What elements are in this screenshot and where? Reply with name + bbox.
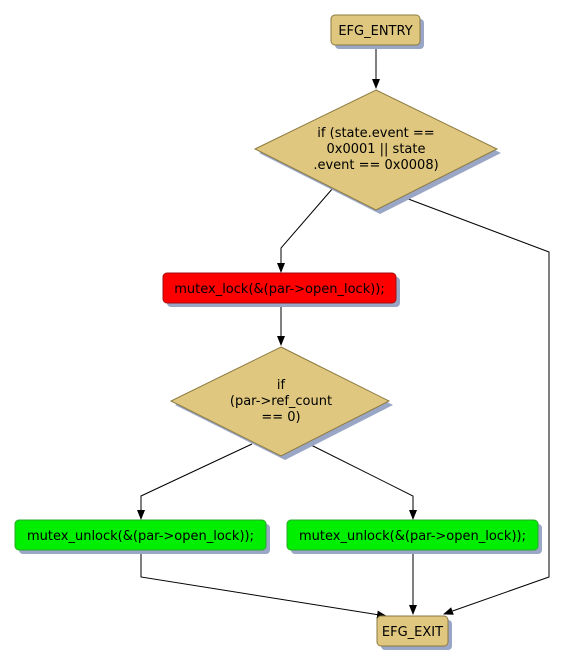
node-exit-box [376,615,449,647]
node-exit: EFG_EXIT [376,615,452,650]
edge-unlock-left-to-exit [140,552,387,619]
node-condition-event: if (state.event == 0x0001 || state .even… [253,89,501,214]
node-condition-refcount-line-2: (par->ref_count [230,394,332,409]
node-mutex-unlock-right-label: mutex_unlock(&(par->open_lock)); [299,529,526,544]
node-condition-refcount-diamond [169,346,391,457]
node-condition-refcount-line-3: == 0) [261,410,300,425]
node-condition-refcount: if (par->ref_count == 0) [169,346,393,460]
node-mutex-lock-box [162,272,397,304]
node-entry-label: EFG_ENTRY [338,24,412,39]
node-condition-event-line-3: .event == 0x0008) [313,158,438,173]
node-mutex-unlock-left-label: mutex_unlock(&(par->open_lock)); [27,529,254,544]
edges [137,45,550,619]
node-entry-box [330,14,421,46]
node-condition-event-line-2: 0x0001 || state [326,142,425,157]
node-condition-refcount-line-1: if [277,378,286,393]
edge-cond2-to-unlock-left [137,443,253,520]
node-mutex-lock: mutex_lock(&(par->open_lock)); [162,272,400,307]
node-condition-event-diamond [253,89,499,211]
node-mutex-unlock-left: mutex_unlock(&(par->open_lock)); [14,519,270,554]
edge-cond2-to-unlock-right [308,443,417,520]
node-mutex-unlock-right-box [286,519,539,551]
node-mutex-unlock-left-box [14,519,267,551]
edge-cond1-to-exit [402,196,550,615]
node-mutex-unlock-right: mutex_unlock(&(par->open_lock)); [286,519,542,554]
node-exit-label: EFG_EXIT [382,625,443,640]
edge-cond1-to-lock [277,187,334,273]
node-entry: EFG_ENTRY [330,14,424,49]
node-condition-event-line-1: if (state.event == [317,126,434,141]
node-mutex-lock-label: mutex_lock(&(par->open_lock)); [174,282,385,297]
